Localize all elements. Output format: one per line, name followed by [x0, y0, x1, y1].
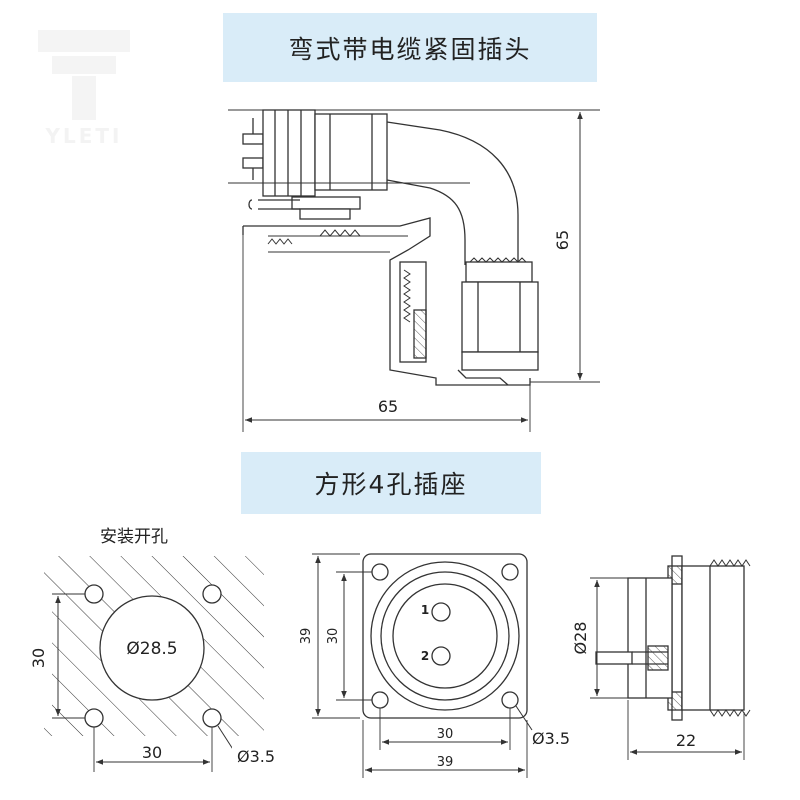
front-inner-height-dim: 30 [326, 628, 341, 645]
plug-width-dim: 65 [378, 397, 398, 416]
pin-1-label: 1 [421, 603, 429, 617]
front-outer-width-dim: 39 [437, 755, 454, 770]
plug-height-dim: 65 [553, 230, 572, 250]
front-inner-width-dim: 30 [437, 727, 454, 742]
title-middle: 方形4孔插座 [314, 470, 468, 499]
pin-2-label: 2 [421, 649, 429, 663]
cutout-center-hole-dim: Ø28.5 [126, 639, 177, 659]
title-banner-top: 弯式带电缆紧固插头 [223, 13, 597, 82]
title-top: 弯式带电缆紧固插头 [288, 34, 532, 64]
socket-front-view [312, 553, 533, 778]
side-diameter-dim: Ø28 [571, 622, 590, 655]
cutout-hole-dim: Ø3.5 [237, 747, 275, 766]
socket-side-view [590, 555, 751, 760]
side-length-dim: 22 [676, 731, 696, 750]
title-banner-middle: 方形4孔插座 [241, 452, 541, 514]
elbow-plug-view [228, 109, 600, 432]
cutout-label: 安装开孔 [100, 527, 168, 547]
mounting-cutout-view [30, 556, 294, 772]
watermark-logo: YLETI [38, 30, 130, 150]
cutout-vertical-dim: 30 [29, 648, 48, 668]
cutout-horizontal-dim: 30 [142, 743, 162, 762]
front-outer-height-dim: 39 [299, 628, 314, 645]
logo-mark-icon [38, 30, 130, 120]
front-hole-dim: Ø3.5 [532, 729, 570, 748]
watermark-text: YLETI [45, 124, 123, 148]
